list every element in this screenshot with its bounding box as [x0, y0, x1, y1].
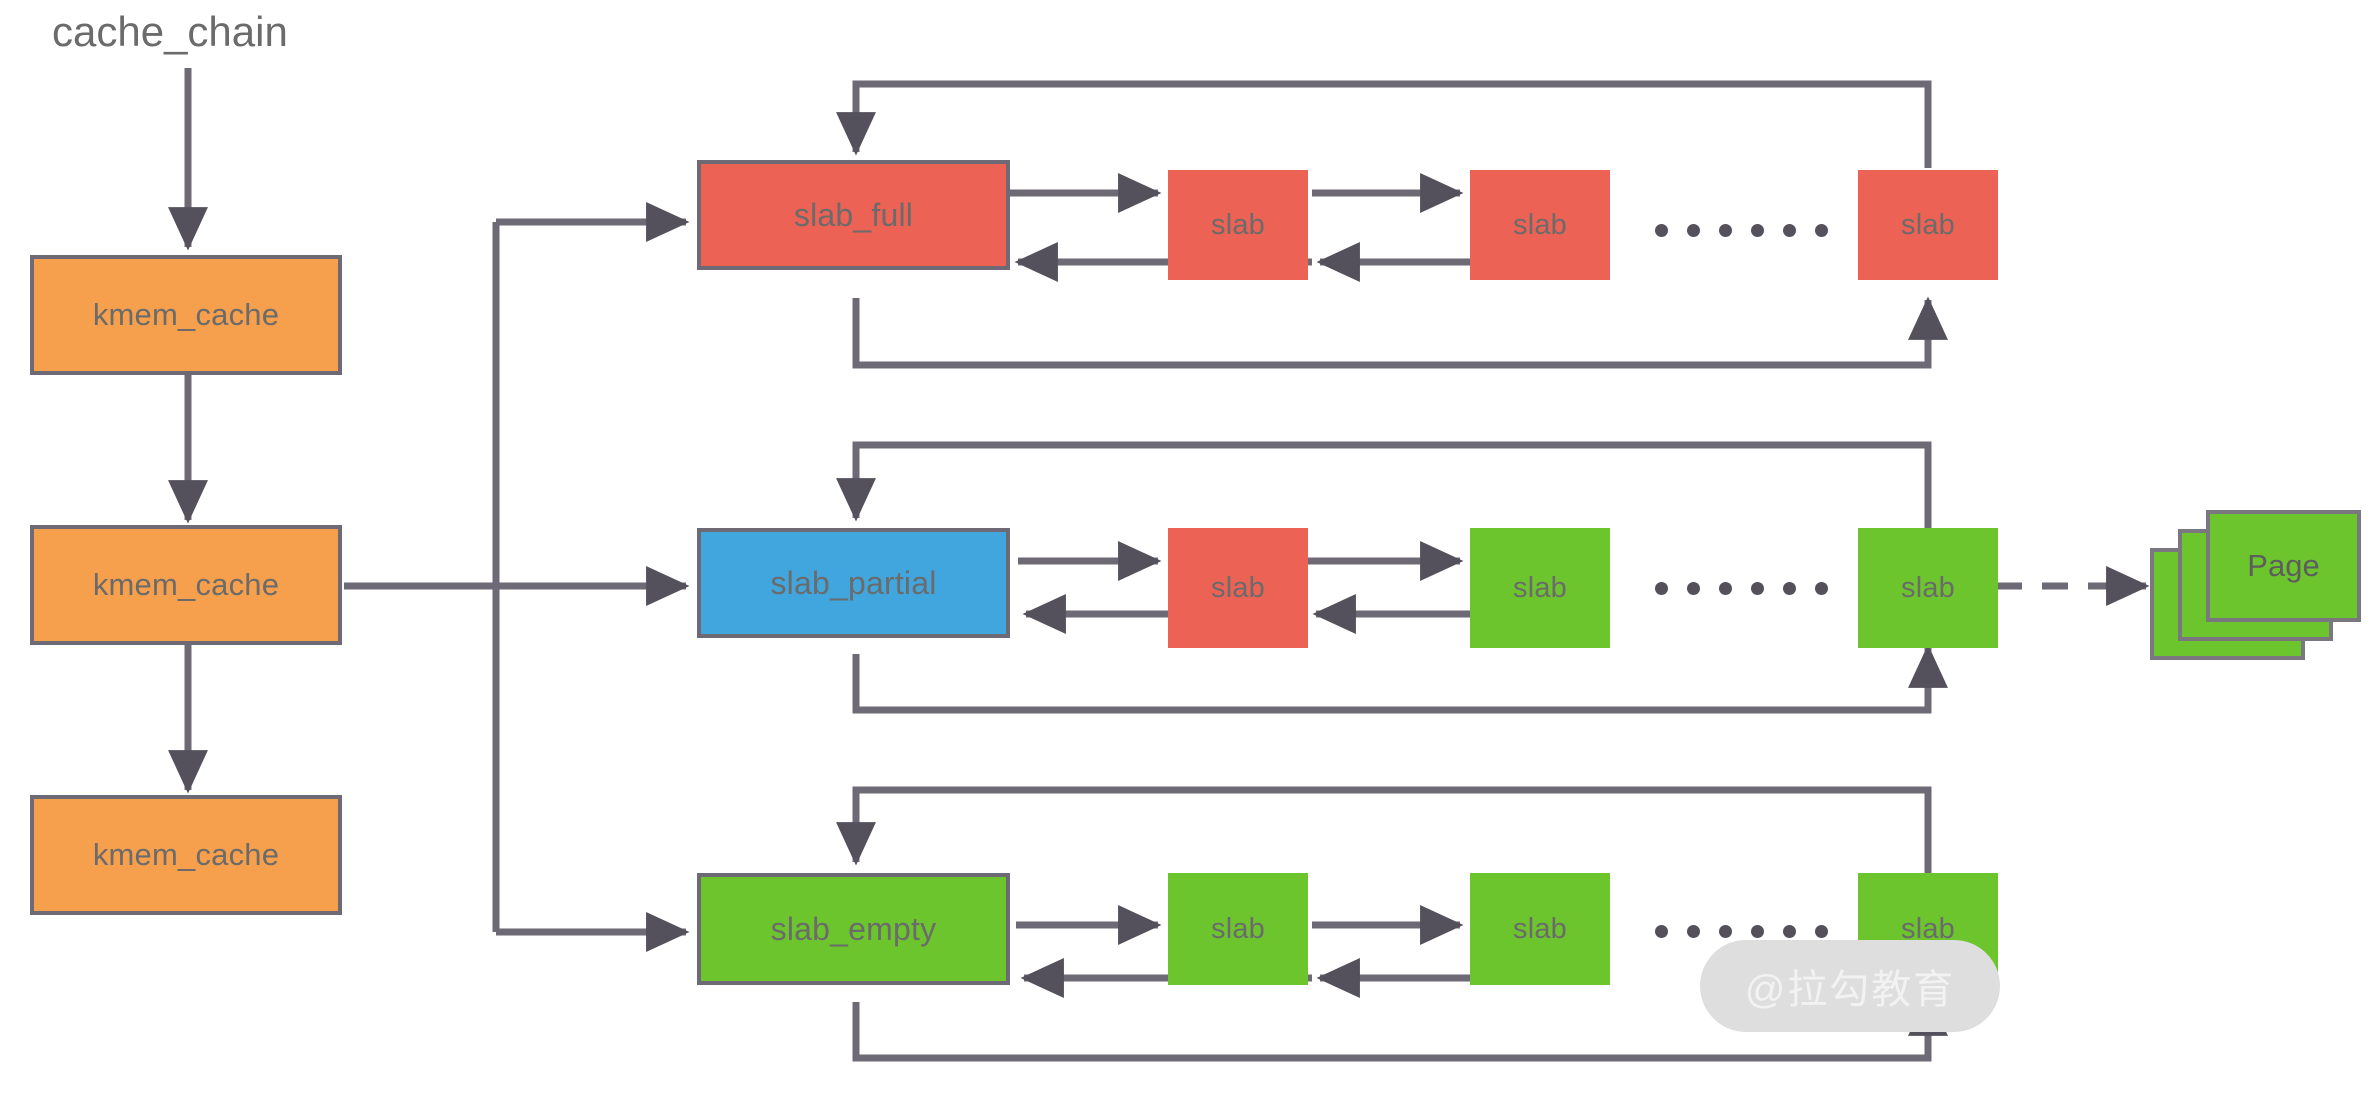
slab-full-item-2[interactable]: slab	[1470, 170, 1610, 280]
slab-partial-item-last[interactable]: slab	[1858, 528, 1998, 648]
kmem-cache-label: kmem_cache	[92, 837, 280, 872]
slab-partial-ellipsis	[1655, 582, 1828, 595]
slab-full-head[interactable]: slab_full	[697, 160, 1010, 270]
slab-label: slab	[1901, 571, 1955, 604]
slab-empty-item-2[interactable]: slab	[1470, 873, 1610, 985]
kmem-cache-node-3[interactable]: kmem_cache	[30, 795, 342, 915]
slab-full-ellipsis	[1655, 224, 1828, 237]
slab-label: slab	[1513, 571, 1567, 604]
kmem-cache-label: kmem_cache	[92, 297, 280, 332]
slab-empty-head[interactable]: slab_empty	[697, 873, 1010, 985]
edge-empty-top-loop	[836, 786, 1932, 890]
slab-label: slab	[1211, 208, 1265, 241]
slab-full-item-last[interactable]: slab	[1858, 170, 1998, 280]
slab-empty-item-1[interactable]: slab	[1168, 873, 1308, 985]
edge-full-bottom-loop	[852, 296, 1948, 369]
page-card-front[interactable]: Page	[2206, 510, 2361, 622]
edge-full-top-loop	[836, 80, 1932, 168]
slab-label: slab	[1513, 912, 1567, 945]
slab-full-label: slab_full	[793, 196, 914, 233]
edge-partial-top-loop	[836, 441, 1932, 552]
slab-label: slab	[1901, 912, 1955, 945]
kmem-cache-node-2[interactable]: kmem_cache	[30, 525, 342, 645]
slab-label: slab	[1211, 912, 1265, 945]
slab-empty-label: slab_empty	[770, 910, 937, 947]
slab-partial-label: slab_partial	[770, 564, 937, 601]
diagram-title: cache_chain	[52, 8, 288, 55]
kmem-cache-node-1[interactable]: kmem_cache	[30, 255, 342, 375]
slab-label: slab	[1211, 571, 1265, 604]
slab-empty-ellipsis	[1655, 925, 1828, 938]
page-label: Page	[2247, 548, 2320, 583]
slab-partial-head[interactable]: slab_partial	[697, 528, 1010, 638]
slab-partial-item-1[interactable]: slab	[1168, 528, 1308, 648]
slab-label: slab	[1901, 208, 1955, 241]
watermark-badge: @拉勾教育	[1700, 940, 2000, 1032]
watermark-text: @拉勾教育	[1744, 968, 1956, 1012]
slab-partial-item-2[interactable]: slab	[1470, 528, 1610, 648]
kmem-cache-label: kmem_cache	[92, 567, 280, 602]
slab-full-item-1[interactable]: slab	[1168, 170, 1308, 280]
page-stack[interactable]: Page	[2150, 510, 2365, 665]
slab-label: slab	[1513, 208, 1567, 241]
edge-partial-bottom-loop	[852, 644, 1948, 714]
